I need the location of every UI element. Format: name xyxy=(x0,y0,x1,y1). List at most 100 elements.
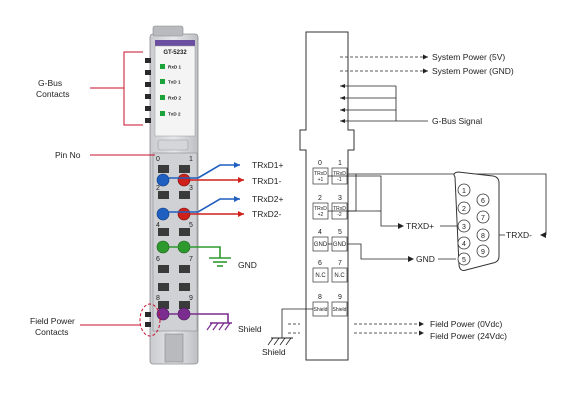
led-rxd2: RxD 2 xyxy=(160,95,181,101)
trxd1-plus-wire: TRxD1+ xyxy=(169,160,283,179)
trxd1-minus-label: TRxD1- xyxy=(252,176,281,186)
led-txd2: TxD 2 xyxy=(160,111,181,117)
trxd2-minus-wire: TRxD2- xyxy=(190,209,281,219)
pin-number-8: 8 xyxy=(156,295,160,302)
led-txd1: TxD 1 xyxy=(160,79,181,85)
schematic-terminal-box-9 xyxy=(331,301,348,317)
module-top-band xyxy=(155,40,195,46)
db9-pin-3: 3 xyxy=(462,224,466,231)
pin-number-5: 5 xyxy=(189,222,193,229)
schematic-terminal-num-9: 9 xyxy=(338,294,342,301)
schematic-terminal-box-6 xyxy=(312,267,329,283)
system-power-5v-label: System Power (5V) xyxy=(432,52,505,62)
led-rxd2-light xyxy=(160,95,165,100)
schematic-terminal-label-0a: TRxD xyxy=(314,171,327,177)
trxd2-plus-wire: TRxD2+ xyxy=(169,194,283,213)
schematic-terminal-num-0: 0 xyxy=(318,160,322,167)
schematic-terminal-label-4: GND xyxy=(314,242,328,248)
schematic-terminal-label-8: Shield xyxy=(314,307,328,313)
module-illustration: GT-5232 RxD 1 TxD 1 RxD 2 TxD 2 xyxy=(145,25,199,365)
trxd2-plus-label: TRxD2+ xyxy=(252,194,283,204)
module-label-plate xyxy=(154,45,196,137)
gbus-signal-label: G-Bus Signal xyxy=(432,116,482,126)
trxd1-plus-label: TRxD1+ xyxy=(252,160,283,170)
gnd-label-right: GND xyxy=(416,254,435,264)
gbus-contact-pins xyxy=(145,58,151,123)
schematic-terminal-label-1b: -1 xyxy=(337,177,342,183)
trxd-minus-wiring: TRXD- xyxy=(347,173,547,240)
field-power-contacts-label-line2: Contacts xyxy=(35,327,69,337)
db9-pin-2: 2 xyxy=(462,206,466,213)
schematic-terminal-num-5: 5 xyxy=(338,229,342,236)
terminal-ball-0 xyxy=(156,173,170,187)
shield-wiring-right: Shield xyxy=(262,308,313,357)
pin-no-annotation: Pin No xyxy=(55,150,155,160)
pin-number-4: 4 xyxy=(156,222,160,229)
led-txd2-light xyxy=(160,111,165,116)
led-rxd2-label: RxD 2 xyxy=(168,96,181,101)
schematic-terminal-label-0b: +1 xyxy=(318,177,324,183)
gbus-contacts-label-line2: Contacts xyxy=(36,89,70,99)
gbus-contacts-label-line1: G-Bus xyxy=(38,78,62,88)
db9-pin-8: 8 xyxy=(481,233,485,240)
module-bottom-latch xyxy=(164,333,184,363)
schematic-terminal-num-6: 6 xyxy=(318,260,322,267)
module-model-text: GT-5232 xyxy=(163,50,187,56)
schematic-terminal-num-2: 2 xyxy=(318,195,322,202)
pin-number-1: 1 xyxy=(189,156,193,163)
pin-number-9: 9 xyxy=(189,295,193,302)
gnd-wiring-right: GND xyxy=(328,243,456,264)
terminal-ball-4 xyxy=(156,240,170,254)
schematic-terminal-num-8: 8 xyxy=(318,294,322,301)
led-txd2-label: TxD 2 xyxy=(168,112,181,117)
schematic-terminal-num-4: 4 xyxy=(318,229,322,236)
pin-number-0: 0 xyxy=(156,156,160,163)
trxd-minus-label: TRXD- xyxy=(506,230,532,240)
terminal-ball-3 xyxy=(177,207,191,221)
db9-pin-6: 6 xyxy=(481,198,485,205)
terminal-ball-2 xyxy=(156,207,170,221)
gnd-wire: GND xyxy=(169,246,257,270)
module-top-latch xyxy=(152,25,184,37)
shield-wire: Shield xyxy=(169,313,262,334)
field-power-lines xyxy=(288,321,424,336)
schematic-terminal-label-2b: +2 xyxy=(318,212,324,218)
db9-pin-9: 9 xyxy=(481,249,485,256)
schematic-terminal-label-3a: TRxD xyxy=(333,206,346,212)
trxd1-minus-wire: TRxD1- xyxy=(190,176,281,186)
shield-label-right: Shield xyxy=(262,347,286,357)
schematic: System Power (5V) System Power (GND) G-B… xyxy=(262,31,547,361)
schematic-terminal-label-6: N.C xyxy=(315,273,326,279)
terminal-ball-1 xyxy=(177,173,191,187)
gbus-signal-lines xyxy=(340,84,428,123)
schematic-terminal-num-7: 7 xyxy=(338,260,342,267)
schematic-terminal-label-3b: -2 xyxy=(337,212,342,218)
system-power-gnd-label: System Power (GND) xyxy=(432,66,514,76)
db9-pin-7: 7 xyxy=(481,215,485,222)
led-rxd1-light xyxy=(160,64,165,69)
db9-pin-4: 4 xyxy=(462,241,466,248)
field-power-contacts-annotation: Field Power Contacts xyxy=(30,303,161,337)
trxd2-minus-label: TRxD2- xyxy=(252,209,281,219)
db9-pin-1: 1 xyxy=(462,188,466,195)
schematic-terminal-label-5: GND xyxy=(333,242,347,248)
schematic-terminal-label-2a: TRxD xyxy=(314,206,327,212)
led-rxd1: RxD 1 xyxy=(160,64,181,70)
pin-number-6: 6 xyxy=(156,256,160,263)
led-txd1-light xyxy=(160,79,165,84)
schematic-terminal-box-7 xyxy=(331,267,348,283)
field-power-0v-label: Field Power (0Vdc) xyxy=(430,319,502,329)
led-rxd1-label: RxD 1 xyxy=(168,65,181,70)
db9-connector: 1 2 3 4 5 6 7 8 9 xyxy=(453,171,500,271)
pin-no-label: Pin No xyxy=(55,150,81,160)
shield-label-left: Shield xyxy=(238,324,262,334)
terminal-slots xyxy=(158,165,190,309)
gbus-contacts-annotation: G-Bus Contacts xyxy=(36,51,143,126)
schematic-terminal-num-1: 1 xyxy=(338,160,342,167)
gnd-label: GND xyxy=(238,260,257,270)
schematic-terminal-num-3: 3 xyxy=(338,195,342,202)
schematic-terminal-label-7: N.C xyxy=(334,273,345,279)
pin-number-7: 7 xyxy=(189,256,193,263)
pin-number-2: 2 xyxy=(156,185,160,192)
